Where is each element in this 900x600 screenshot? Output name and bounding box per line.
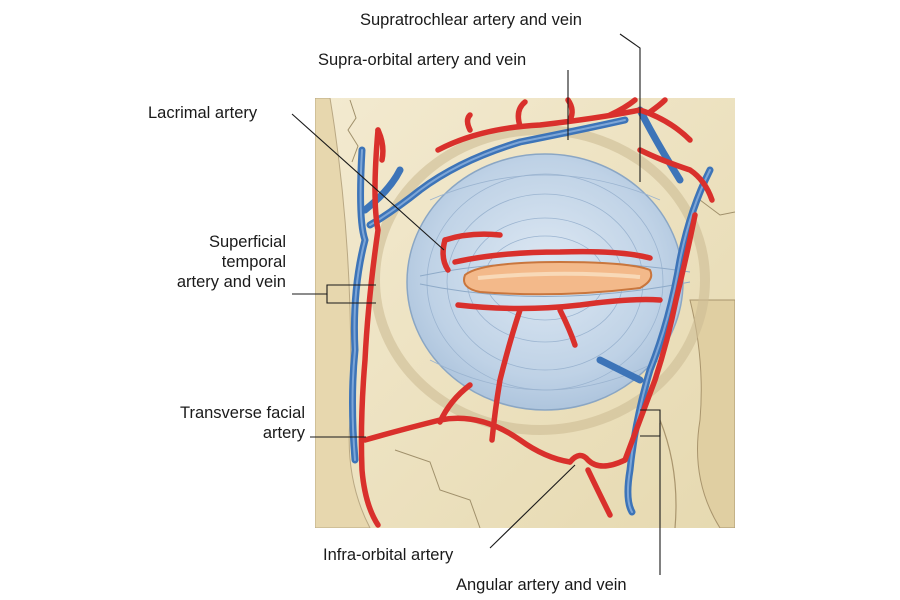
superficial-temporal-line-3: artery and vein: [176, 273, 286, 291]
transverse-facial-artery: [362, 415, 573, 465]
lacrimal-artery: [442, 231, 503, 243]
transverse-facial-line-1: Transverse facial: [179, 404, 305, 422]
eyelid-fissure: [463, 260, 653, 296]
lacrimal-label: Lacrimal artery: [148, 104, 258, 122]
infraorbital-label: Infra-orbital artery: [323, 546, 454, 564]
supraorbital-label: Supra-orbital artery and vein: [318, 51, 527, 69]
superficial-temporal-line-1: Superficial: [208, 233, 286, 251]
arteries: [358, 97, 715, 528]
transverse-facial-line-2: artery: [262, 424, 305, 442]
transverse-facial-label: Transverse facial artery: [140, 403, 305, 443]
leader-lines: [291, 33, 661, 575]
angular-label: Angular artery and vein: [456, 576, 627, 594]
supratrochlear-label: Supratrochlear artery and vein: [360, 11, 582, 29]
superficial-temporal-artery: [358, 127, 381, 528]
superficial-temporal-label: Superficial temporal artery and vein: [150, 232, 286, 292]
supra-orbital-arterial-arch: [435, 107, 693, 153]
infra-orbital-artery: [567, 452, 628, 469]
superficial-temporal-line-2: temporal: [221, 253, 286, 271]
